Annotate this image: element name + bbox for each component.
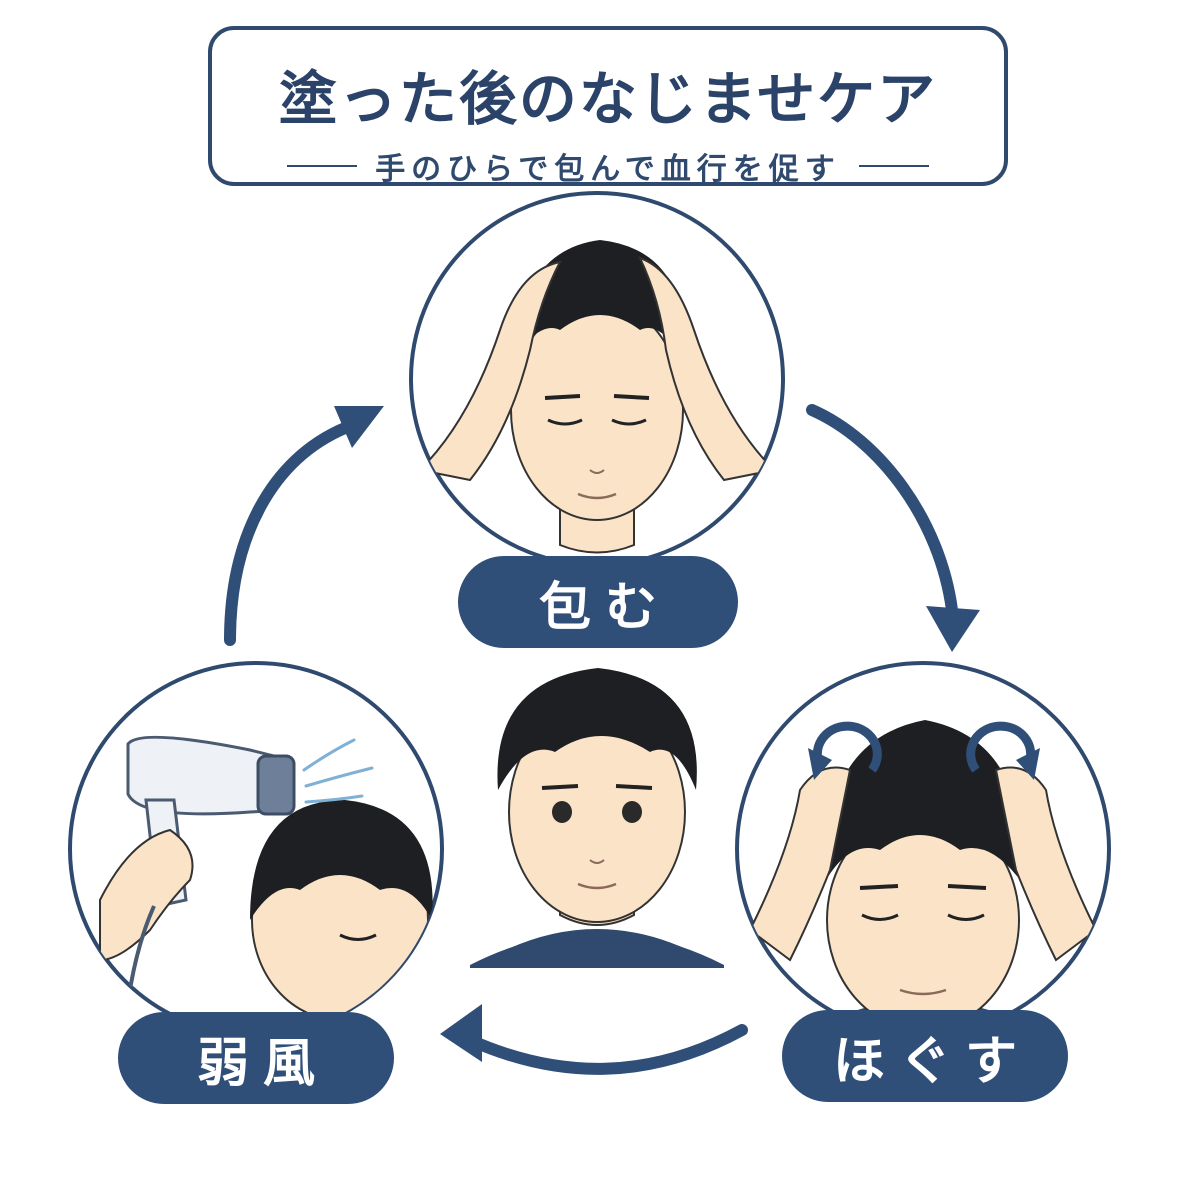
arrowhead-top — [334, 406, 384, 448]
step-label-wrap: 包む — [458, 556, 738, 648]
step-label-massage: ほぐす — [782, 1010, 1068, 1102]
page-title: 塗った後のなじませケア — [278, 65, 938, 133]
page-subtitle: 手のひらで包んで血行を促す — [375, 152, 841, 187]
wrap-illustration — [417, 240, 777, 565]
subtitle-row: 手のひらで包んで血行を促す — [248, 146, 968, 187]
arrow-top-to-right — [806, 404, 958, 616]
arrowhead-right — [926, 606, 980, 652]
subtitle-right-rule — [858, 165, 929, 167]
airflow-lines — [302, 738, 374, 804]
subtitle-left-rule — [287, 165, 358, 167]
center-face — [470, 668, 724, 968]
cycle-arrow-icon — [224, 404, 958, 1075]
circular-motion-icon — [812, 721, 1036, 773]
arrow-left-to-top — [224, 422, 351, 646]
step-label-dryer: 弱風 — [118, 1012, 394, 1104]
arrow-right-to-left — [464, 1024, 748, 1075]
motion-arrowhead-right — [1016, 748, 1040, 780]
dryer-illustration — [99, 735, 433, 1035]
title-box: 塗った後のなじませケア 手のひらで包んで血行を促す — [208, 26, 1008, 187]
motion-arrowhead-left — [808, 748, 832, 780]
arrowhead-left — [440, 1004, 482, 1062]
